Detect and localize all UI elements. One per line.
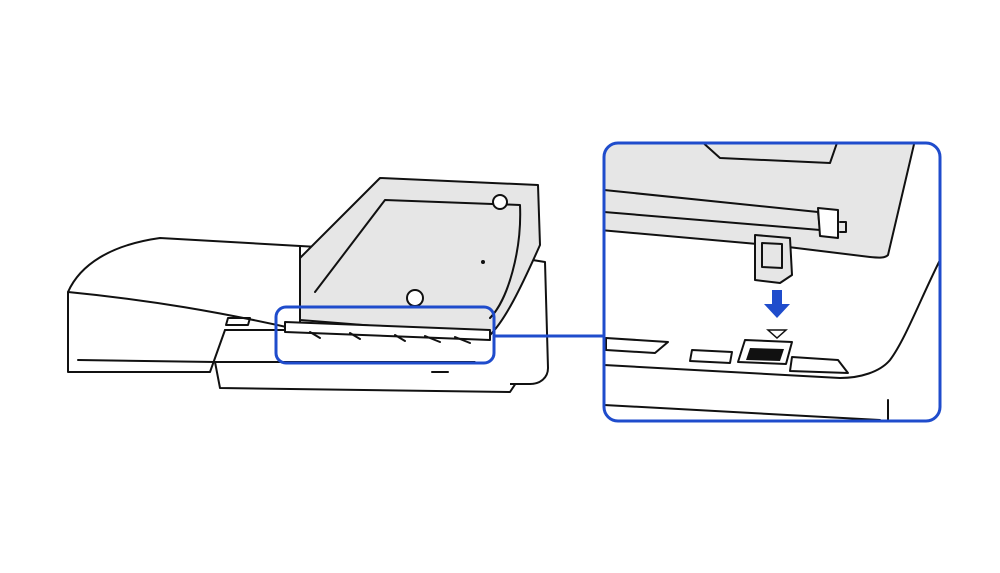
- down-arrow-icon: [764, 290, 790, 318]
- alignment-triangle-icon: [766, 329, 788, 340]
- magnify-inset: [602, 141, 942, 423]
- drive-cover-illustration: [284, 177, 541, 344]
